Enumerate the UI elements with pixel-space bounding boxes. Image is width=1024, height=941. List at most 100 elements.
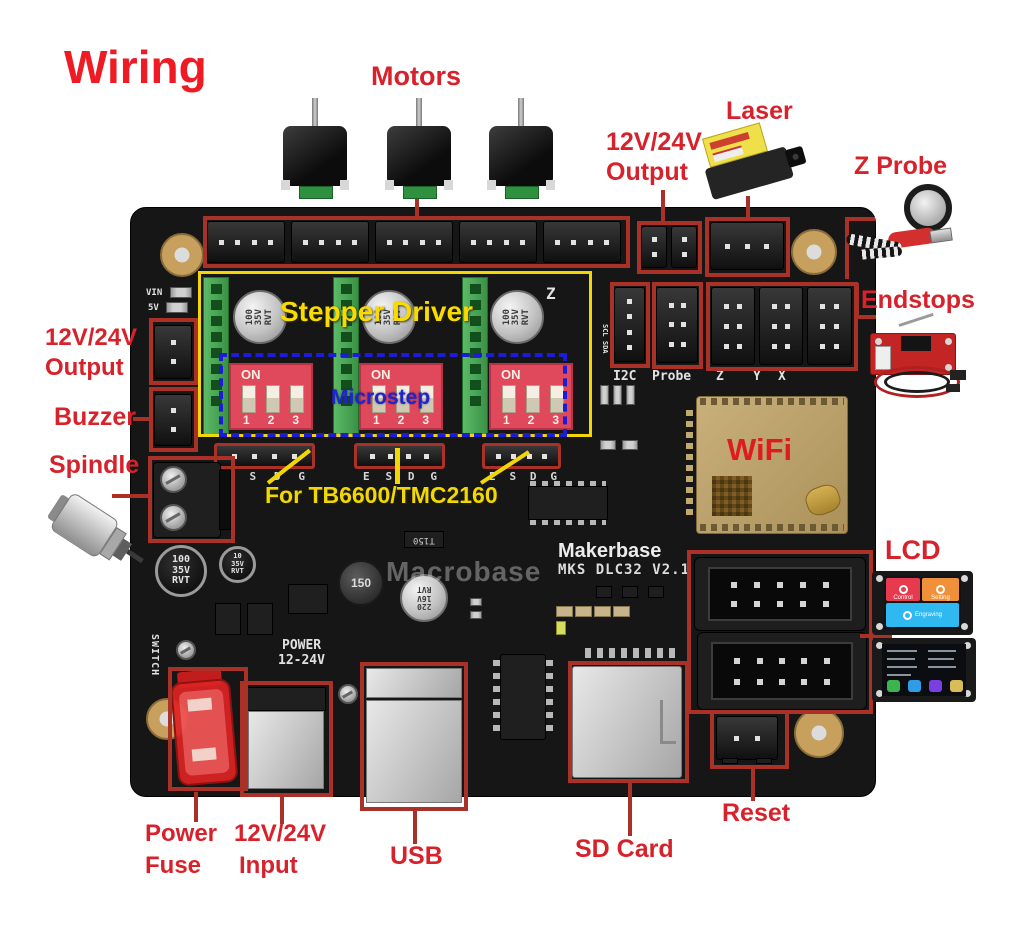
microstep-box [219, 353, 567, 437]
led [556, 621, 566, 635]
ic-chip [288, 584, 328, 614]
vin-led [170, 287, 192, 298]
connector-pins [816, 296, 843, 356]
lcd-app-icon [908, 680, 921, 692]
silk-vin: VIN [146, 288, 163, 298]
connector-pins [460, 222, 536, 262]
silk-power: POWER [282, 638, 322, 653]
motor-body [283, 126, 347, 186]
motor-connector-y [291, 221, 369, 263]
sd-card-slot [572, 666, 682, 778]
box-buzzer [149, 387, 198, 452]
output-connector [671, 226, 697, 268]
clip-jaw [929, 227, 953, 244]
capacitor: 220 16V RVT [400, 574, 448, 622]
label-endstops: Endstops [861, 286, 975, 314]
silk-z: Z [716, 369, 724, 384]
stepper-motor-image [385, 98, 453, 200]
smd-component [613, 606, 630, 617]
wifi-pads [700, 524, 844, 531]
connector-foot [756, 758, 772, 764]
silk-probe: Probe [652, 369, 692, 384]
motor-connector-z [375, 221, 453, 263]
box-motor-connectors [203, 216, 630, 268]
label-output-top-line1: 12V/24V [606, 128, 702, 156]
ic-pins [546, 660, 553, 736]
leader-buzzer [133, 417, 149, 421]
box-input [240, 681, 333, 797]
box-usb [360, 662, 468, 811]
smd-component [600, 440, 616, 450]
smd-component [613, 385, 622, 405]
terminal-screw [160, 466, 187, 493]
connector-pins [376, 222, 452, 262]
spindle-motor-image [46, 488, 150, 592]
lcd-app-icon [929, 680, 942, 692]
lcd-app-icon [950, 680, 963, 692]
box-laser [705, 217, 790, 277]
silk-i2c: I2C [613, 369, 637, 384]
connector-pins [485, 446, 558, 466]
laser-connector [710, 222, 784, 270]
usb-connector [366, 700, 462, 803]
capacitor: 10 35V RVT [219, 546, 256, 583]
smd-component [247, 603, 273, 635]
leader-spindle [112, 494, 150, 498]
driver-note-label: For TB6600/TMC2160 [265, 482, 498, 508]
endstop-cable [874, 366, 960, 398]
wifi-qr-code [712, 476, 752, 516]
power-input-top [246, 687, 326, 711]
motor-connector [543, 221, 621, 263]
label-lcd: LCD [885, 535, 941, 565]
leader-reset [751, 769, 755, 801]
wifi-pads [700, 398, 844, 405]
label-output-left-line1: 12V/24V [45, 324, 138, 351]
box-sd-card [568, 661, 689, 783]
stepper-motor-image [487, 98, 555, 200]
label-buzzer: Buzzer [54, 403, 136, 431]
connector-pins [768, 296, 794, 356]
sd-slot-notch [660, 700, 676, 744]
leader-endstops [855, 283, 859, 319]
terminal-screw [160, 504, 187, 531]
cable-plug [950, 370, 966, 380]
connector-pins [357, 446, 442, 466]
box-reset [710, 710, 789, 769]
output-connector [641, 226, 667, 268]
lcd-screen2-image [872, 638, 976, 702]
connector-pins [720, 296, 746, 356]
label-z-probe: Z Probe [854, 152, 948, 180]
mounting-hole [794, 708, 844, 758]
connector-pins [208, 222, 284, 262]
connector-pins [672, 227, 696, 267]
box-output-top [637, 221, 702, 274]
silk-scl-sda: SCL SDA [601, 324, 609, 354]
mounting-hole [791, 229, 837, 275]
spindle-terminal-side [219, 470, 231, 530]
buzzer-connector [154, 394, 192, 446]
ic-pins [530, 520, 606, 525]
motor-plug [505, 186, 539, 199]
leader-fuse [194, 792, 198, 822]
pad [338, 684, 358, 704]
sd-pins [585, 648, 677, 658]
output-left-connector [154, 325, 192, 379]
leader-output-top [661, 190, 665, 224]
connector-pins [723, 575, 837, 613]
endstop-cable [884, 371, 950, 393]
label-laser: Laser [726, 97, 793, 125]
connector-pins [292, 222, 368, 262]
motor-plug [403, 186, 437, 199]
lcd-connector-exp1 [694, 557, 866, 631]
capacitor: 100 35V RVT [362, 290, 416, 344]
smd-component [648, 586, 664, 598]
endstop-connector-y [759, 287, 803, 365]
connector-pins [642, 227, 666, 267]
silk-switch: SWITCH [149, 634, 160, 677]
smd-component [600, 385, 609, 405]
lcd-app-icon [887, 680, 900, 692]
mounting-hole [160, 233, 204, 277]
